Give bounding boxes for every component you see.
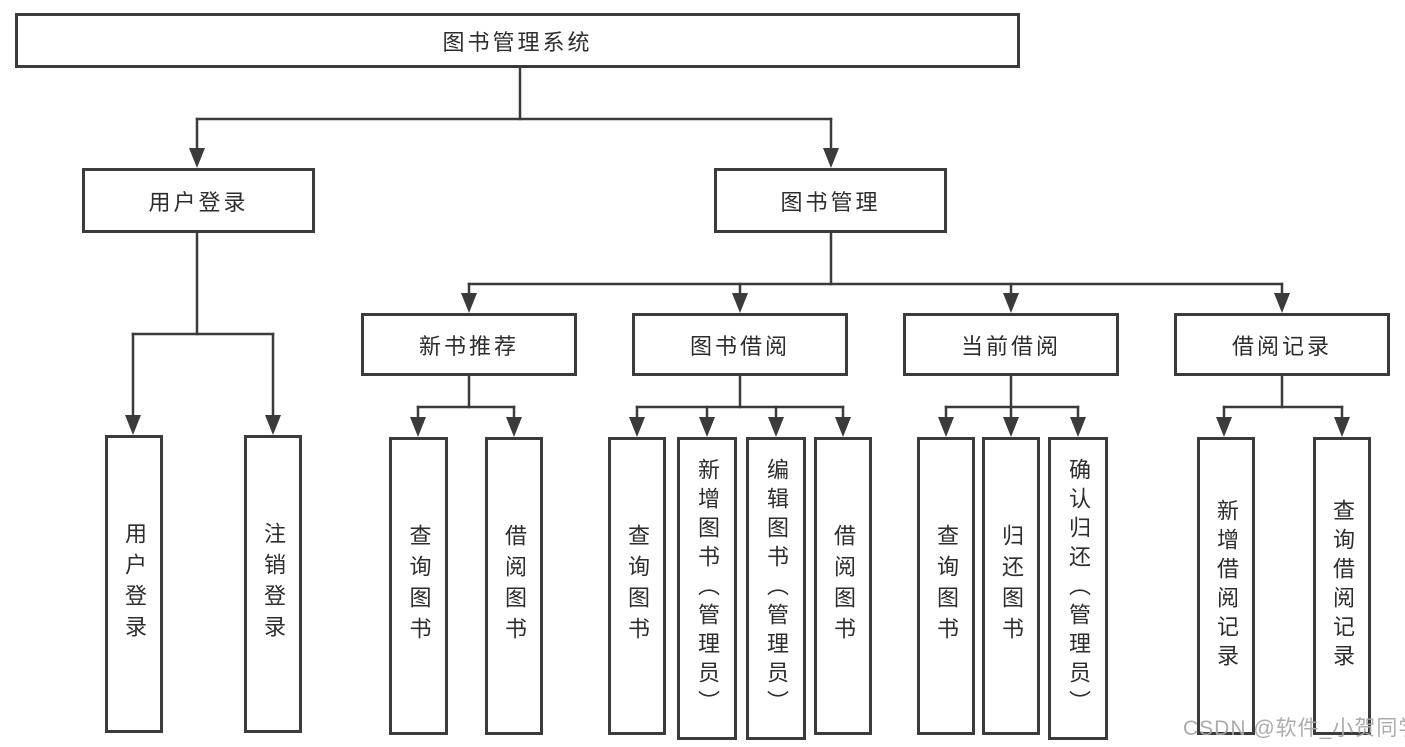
- leaf-query-book-recommend-label: 查询图书: [406, 524, 432, 648]
- leaf-add-book-admin-label: 新增图书（管理员）: [695, 458, 720, 719]
- leaf-return-book: 归还图书: [982, 437, 1040, 735]
- leaf-user-login: 用户登录: [105, 435, 163, 733]
- leaf-borrow-book: 借阅图书: [814, 437, 872, 735]
- node-book-borrow: 图书借阅: [632, 313, 848, 376]
- leaf-query-borrow-record: 查询借阅记录: [1313, 437, 1371, 735]
- node-user-login-label: 用户登录: [148, 189, 249, 215]
- arrowheads: [125, 148, 1350, 437]
- leaf-borrow-book-recommend-label: 借阅图书: [502, 524, 527, 648]
- node-user-login: 用户登录: [82, 168, 315, 233]
- node-current-borrow-label: 当前借阅: [960, 333, 1061, 359]
- node-book-mgmt-label: 图书管理: [780, 189, 881, 215]
- node-book-mgmt: 图书管理: [714, 168, 947, 233]
- node-new-book-recommend-label: 新书推荐: [418, 333, 519, 359]
- leaf-edit-book-admin: 编辑图书（管理员）: [746, 437, 806, 740]
- node-current-borrow: 当前借阅: [903, 313, 1119, 376]
- leaf-query-book-borrow: 查询图书: [608, 437, 666, 735]
- leaf-query-book-current-label: 查询图书: [934, 524, 959, 648]
- node-book-borrow-label: 图书借阅: [689, 333, 790, 359]
- leaf-borrow-book-recommend: 借阅图书: [485, 437, 543, 735]
- leaf-query-borrow-record-label: 查询借阅记录: [1330, 499, 1355, 673]
- leaf-add-borrow-record-label: 新增借阅记录: [1214, 499, 1239, 673]
- node-borrow-record: 借阅记录: [1174, 313, 1390, 376]
- leaf-query-book-recommend: 查询图书: [389, 437, 448, 735]
- leaf-confirm-return-admin: 确认归还（管理员）: [1048, 437, 1108, 740]
- leaf-user-login-label: 用户登录: [122, 522, 147, 646]
- leaf-return-book-label: 归还图书: [999, 524, 1024, 648]
- leaf-confirm-return-admin-label: 确认归还（管理员）: [1066, 458, 1091, 719]
- leaf-add-borrow-record: 新增借阅记录: [1197, 437, 1255, 735]
- leaf-query-book-current: 查询图书: [917, 437, 975, 735]
- leaf-query-book-borrow-label: 查询图书: [625, 524, 650, 648]
- node-root-label: 图书管理系统: [442, 29, 593, 55]
- leaf-add-book-admin: 新增图书（管理员）: [677, 437, 737, 740]
- node-root: 图书管理系统: [15, 13, 1020, 68]
- watermark: CSDN @软件_小贺同学: [1183, 717, 1405, 740]
- leaf-logout: 注销登录: [244, 435, 302, 733]
- node-new-book-recommend: 新书推荐: [361, 313, 577, 376]
- leaf-borrow-book-label: 借阅图书: [831, 524, 856, 648]
- leaf-logout-label: 注销登录: [261, 522, 286, 646]
- leaf-edit-book-admin-label: 编辑图书（管理员）: [764, 458, 789, 719]
- node-borrow-record-label: 借阅记录: [1231, 333, 1332, 359]
